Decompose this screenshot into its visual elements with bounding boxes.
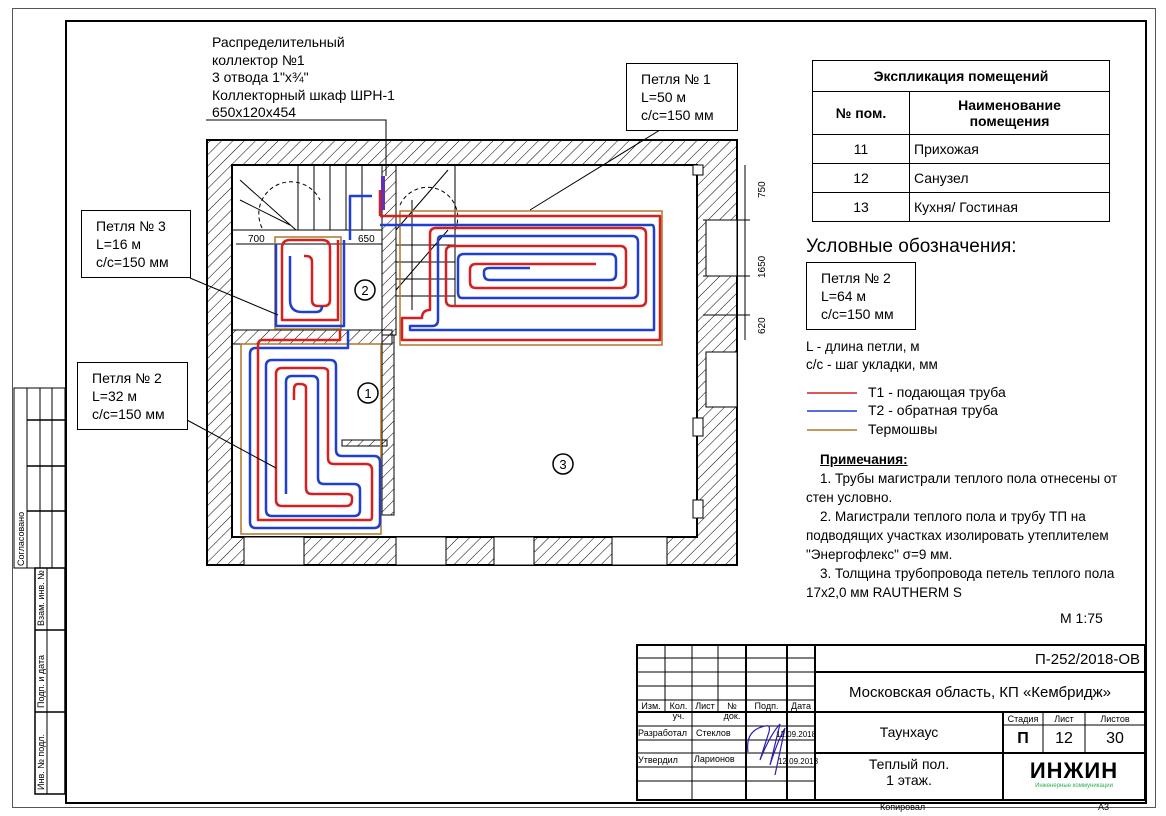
walls [206, 139, 738, 566]
tb-sheets-label: Листов [1100, 714, 1130, 724]
collector-note-line: коллектор №1 [212, 51, 305, 68]
tb-col-header: № док. [723, 701, 741, 721]
side-label: Подп. и дата [36, 654, 46, 708]
tb-approved-label: Утвердил [638, 755, 678, 765]
room-name: Санузел [909, 163, 1110, 193]
legend-return-label: Т2 - обратная труба [868, 402, 998, 418]
tb-developed-date: 12.09.2018 [776, 730, 817, 739]
tb-sheet-label: Лист [1054, 714, 1074, 724]
legend-abbr-length: L - длина петли, м [806, 339, 920, 354]
loop-pitch: с/с=150 мм [96, 254, 169, 270]
heating-loops [248, 176, 662, 530]
loop-pitch: с/с=150 мм [92, 406, 165, 422]
loop-length: L=16 м [96, 236, 142, 252]
room-name: Кухня/ Гостиная [909, 192, 1110, 222]
table-row: 12 Санузел [812, 163, 1110, 193]
dimensions [236, 165, 750, 340]
title-block-grid [636, 644, 1146, 801]
side-strip-grid [13, 387, 66, 795]
collector-note-line: Распределительный [212, 34, 345, 50]
room-name: Прихожая [909, 134, 1110, 164]
thermal-joints [240, 210, 663, 535]
tb-format: А3 [1098, 802, 1110, 812]
legend-title: Условные обозначения: [806, 236, 1017, 257]
leader-lines [186, 119, 661, 469]
loop-length: L=50 м [641, 89, 687, 105]
loop-length: L=64 м [821, 288, 867, 304]
tb-approved-date: 12.09.2018 [778, 757, 819, 766]
loop-title: Петля № 2 [92, 370, 162, 386]
loop-2-callout: Петля № 2 L=32 м с/с=150 мм [77, 362, 188, 430]
collector-note-line: 650x120x454 [212, 104, 297, 120]
tb-col-header: Лист [695, 701, 715, 711]
collector-note-line: Коллекторный шкаф ШРН-1 [212, 86, 395, 103]
dim-1650: 1650 [757, 255, 768, 278]
loop-1-callout: Петля № 1 L=50 м с/с=150 мм [626, 63, 738, 131]
signature [747, 723, 786, 776]
side-agreed-label: Согласовано [16, 511, 26, 566]
room-marker-2: 2 [361, 283, 368, 298]
tb-stage: П [1017, 730, 1029, 747]
legend-supply-label: Т1 - подающая труба [868, 384, 1006, 400]
loop-title: Петля № 2 [821, 270, 891, 286]
note-item: 1. Трубы магистрали теплого пола отнесен… [806, 471, 1118, 505]
tb-sheets: 30 [1106, 730, 1124, 747]
tb-col-header: Изм. [641, 701, 661, 711]
tb-sheet: 12 [1055, 730, 1073, 747]
side-label: Инв. № подл. [36, 733, 46, 790]
table-row: 11 Прихожая [812, 134, 1110, 164]
col-number-header: № пом. [812, 91, 910, 135]
tb-location: Московская область, КП «Кембридж» [849, 684, 1111, 701]
col-name-header: Наименование помещения [909, 91, 1110, 135]
tb-copied: Копировал [880, 802, 926, 812]
note-item: 2. Магистрали теплого пола и трубу ТП на… [806, 509, 1109, 562]
dim-620: 620 [757, 317, 768, 334]
drawing-frame [65, 20, 1147, 804]
legend-sample-callout: Петля № 2 L=64 м с/с=150 мм [806, 262, 916, 330]
company-logo: ИНЖИН [1029, 758, 1119, 783]
tb-sheet-name: Теплый пол. 1 этаж. [868, 756, 950, 788]
tb-approved-by: Ларионов [694, 754, 735, 764]
dim-650: 650 [358, 234, 375, 245]
room-marker-1: 1 [364, 386, 371, 401]
scale-label: М 1:75 [1060, 610, 1103, 626]
tb-building: Таунхаус [879, 724, 939, 740]
collector-note-line: 3 отвода 1"x¾" [212, 69, 309, 85]
collector-note: Распределительный коллектор №1 3 отвода … [212, 34, 395, 122]
table-row: 13 Кухня/ Гостиная [812, 192, 1110, 222]
room-number: 12 [812, 163, 910, 193]
loop-title: Петля № 1 [641, 71, 711, 87]
loop-title: Петля № 3 [96, 218, 166, 234]
tb-stage-label: Стадия [1007, 714, 1039, 724]
room-number: 11 [812, 134, 910, 164]
room-markers [354, 279, 574, 475]
company-logo-subtitle: Инженерные коммуникации [1035, 783, 1113, 789]
notes-heading: Примечания: [820, 452, 908, 467]
room-explication-table: Экспликация помещений № пом. Наименовани… [812, 60, 1110, 222]
loop-pitch: с/с=150 мм [821, 306, 894, 322]
room-number: 13 [812, 192, 910, 222]
tb-developed-label: Разработал [638, 728, 687, 738]
tb-col-header: Кол. уч. [669, 701, 688, 721]
sheet-outer-border [12, 8, 1156, 808]
stairs [232, 165, 459, 310]
legend-thermo-label: Термошвы [868, 421, 938, 437]
side-label: Взам. инв. № [36, 570, 46, 626]
legend-abbr-pitch: с/с - шаг укладки, мм [806, 357, 938, 372]
tb-col-header: Дата [791, 701, 811, 711]
tb-col-header: Подп. [754, 701, 779, 711]
tb-developed-by: Стеклов [696, 728, 731, 738]
note-item: 3. Толщина трубопровода петель теплого п… [806, 566, 1115, 600]
loop-pitch: с/с=150 мм [641, 107, 714, 123]
explication-title: Экспликация помещений [812, 60, 1110, 92]
loop-length: L=32 м [92, 388, 138, 404]
room-marker-3: 3 [559, 457, 566, 472]
loop-3-callout: Петля № 3 L=16 м с/с=150 мм [81, 210, 191, 278]
dim-750: 750 [757, 181, 768, 198]
tb-doc-code: П-252/2018-ОВ [1034, 651, 1140, 668]
notes: Примечания: 1. Трубы магистрали теплого … [806, 450, 1136, 602]
dim-700: 700 [248, 234, 265, 245]
